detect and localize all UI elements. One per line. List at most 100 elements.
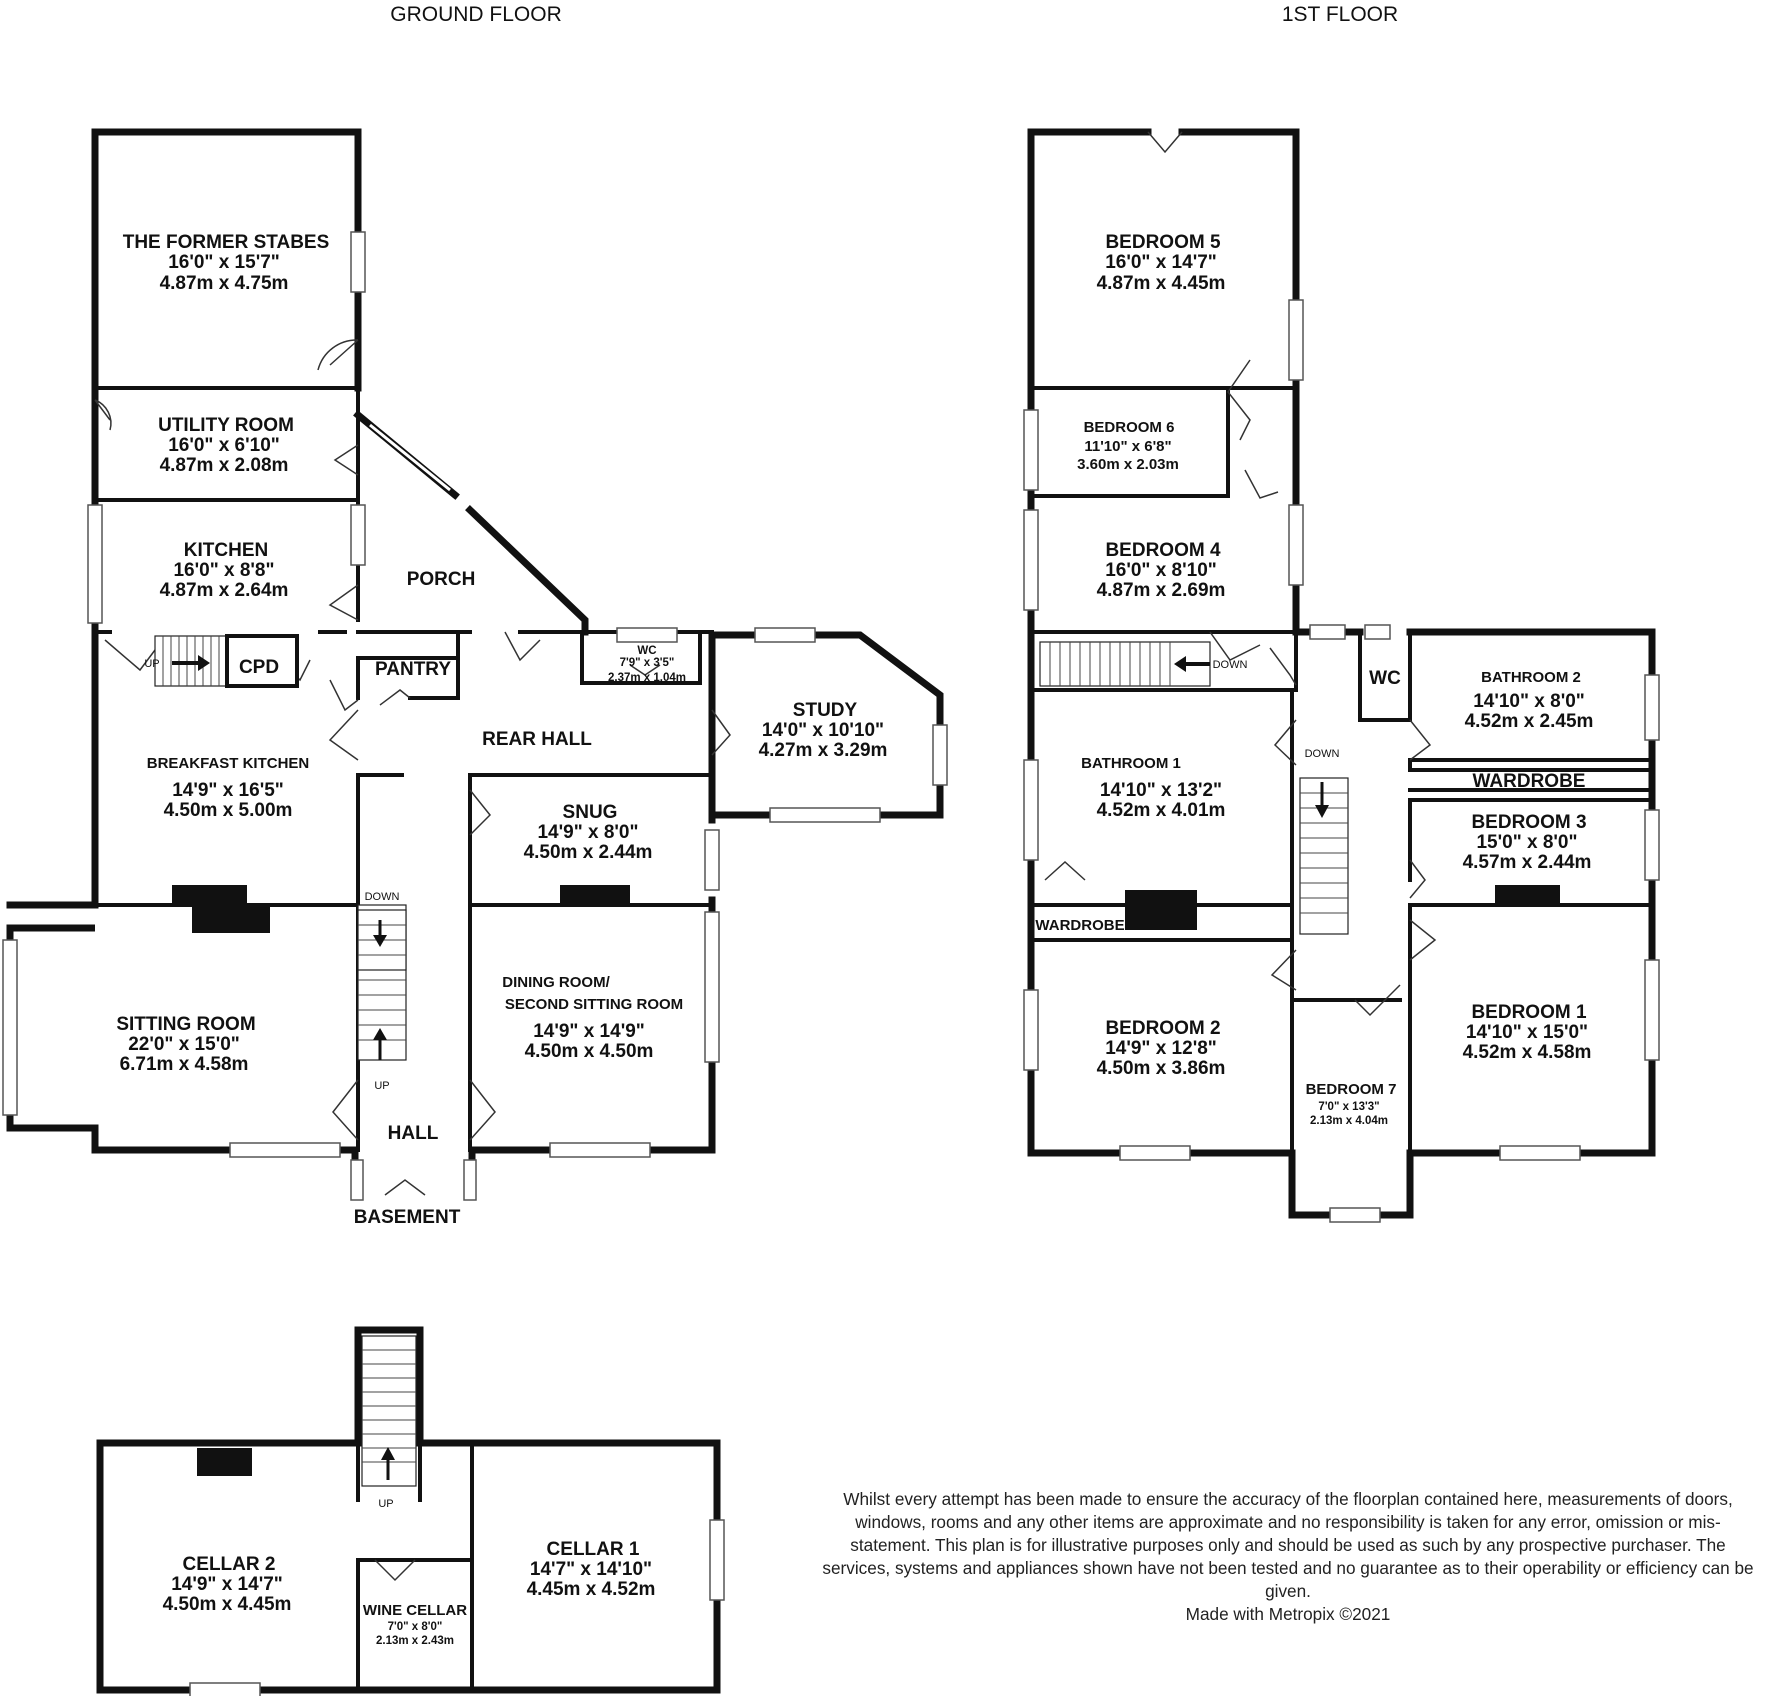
door — [1409, 859, 1426, 899]
first-floor-header: 1ST FLOOR — [1282, 3, 1398, 26]
room-name-porch: PORCH — [407, 569, 476, 590]
window — [1329, 1207, 1381, 1223]
window — [754, 627, 816, 643]
window — [2, 939, 18, 1116]
room-name-cellar-1: CELLAR 1 — [547, 1539, 640, 1560]
room-name-kitchen: KITCHEN — [184, 540, 268, 561]
room-imperial: 7'0" x 13'3" — [1318, 1101, 1379, 1113]
fireplace — [560, 885, 630, 907]
room-name-bedroom-7: BEDROOM 7 — [1306, 1081, 1397, 1098]
window — [549, 1142, 651, 1158]
stairs-up-label: UP — [374, 1080, 389, 1092]
door — [504, 631, 541, 662]
room-imperial: 22'0" x 15'0" — [128, 1034, 240, 1055]
fireplace — [192, 907, 270, 933]
door — [328, 709, 359, 761]
fireplace — [1495, 885, 1560, 905]
door — [384, 1179, 426, 1196]
room-metric: 3.60m x 2.03m — [1077, 456, 1179, 473]
door — [469, 789, 492, 836]
room-imperial: 14'9" x 14'7" — [171, 1574, 283, 1595]
room-name-sitting: SITTING ROOM — [116, 1014, 255, 1035]
room-metric: 4.45m x 4.52m — [527, 1579, 656, 1600]
door — [1209, 631, 1261, 661]
door — [1273, 719, 1297, 766]
room-metric: 4.87m x 2.69m — [1097, 580, 1226, 601]
room-name-bedroom-3: BEDROOM 3 — [1471, 812, 1586, 833]
room-metric: 2.13m x 4.04m — [1310, 1115, 1388, 1127]
room-imperial: 16'0" x 15'7" — [168, 252, 280, 273]
room-name-bathroom-1: BATHROOM 1 — [1081, 755, 1181, 772]
room-name-snug: SNUG — [563, 802, 618, 823]
window — [1023, 409, 1039, 491]
room-imperial: 16'0" x 14'7" — [1105, 252, 1217, 273]
door — [1270, 949, 1297, 991]
door — [333, 444, 359, 476]
window — [189, 1682, 261, 1696]
window — [1309, 624, 1346, 640]
room-imperial: 14'9" x 8'0" — [537, 822, 638, 843]
room-metric: 4.87m x 2.64m — [160, 580, 289, 601]
room-imperial: 14'10" x 15'0" — [1466, 1022, 1588, 1043]
main-stairs — [1299, 777, 1349, 935]
room-imperial: 11'10" x 6'8" — [1084, 438, 1171, 455]
room-name-hall: HALL — [388, 1123, 439, 1144]
room-imperial: 14'0" x 10'10" — [762, 720, 884, 741]
door — [1269, 647, 1297, 686]
door — [94, 399, 112, 431]
door — [374, 1559, 416, 1582]
window — [1644, 809, 1660, 881]
door — [1147, 131, 1183, 154]
room-metric: 2.37m x 1.04m — [608, 672, 686, 684]
basement-label: BASEMENT — [354, 1207, 461, 1228]
room-name-bedroom-6: BEDROOM 6 — [1084, 419, 1175, 436]
room-name-study: STUDY — [793, 700, 858, 721]
fireplace — [172, 885, 247, 907]
room-name-wc: WC — [637, 645, 656, 657]
room-name-pantry: PANTRY — [375, 659, 451, 680]
window — [229, 1142, 341, 1158]
door — [1244, 469, 1279, 499]
room-name-stables: THE FORMER STABES — [123, 232, 330, 253]
window — [616, 627, 678, 643]
door — [317, 339, 359, 371]
stairs-down-label: DOWN — [365, 891, 400, 903]
room-name-breakfast: BREAKFAST KITCHEN — [147, 755, 310, 772]
wardrobe-label: WARDROBE — [1035, 917, 1124, 934]
room-name-bedroom-5: BEDROOM 5 — [1105, 232, 1221, 253]
door — [469, 1079, 496, 1141]
stairs-down-label: DOWN — [1305, 748, 1340, 760]
ground-floor-labels: THE FORMER STABES 16'0" x 15'7" 4.87m x … — [116, 232, 887, 1228]
room-metric: 2.13m x 2.43m — [376, 1635, 454, 1647]
fireplace — [1125, 890, 1197, 912]
disclaimer-text: Whilst every attempt has been made to en… — [822, 1489, 1754, 1601]
room-imperial: 16'0" x 8'10" — [1105, 560, 1217, 581]
window — [709, 1519, 725, 1601]
room-imperial: 14'10" x 13'2" — [1100, 780, 1222, 801]
room-imperial: 16'0" x 6'10" — [168, 435, 280, 456]
window — [932, 724, 948, 786]
window — [1288, 504, 1304, 586]
basement-plan: UP — [96, 1326, 725, 1696]
fireplace — [197, 1448, 252, 1476]
credit-text: Made with Metropix ©2021 — [1185, 1604, 1391, 1624]
room-imperial: 7'0" x 8'0" — [388, 1621, 443, 1633]
first-floor-plan: DOWN DOWN — [1023, 128, 1660, 1223]
window — [704, 911, 720, 1063]
room-imperial: 15'0" x 8'0" — [1476, 832, 1577, 853]
wardrobe-label: WARDROBE — [1473, 771, 1586, 792]
window — [704, 829, 720, 891]
door — [629, 664, 661, 676]
room-imperial: 7'9" x 3'5" — [620, 657, 675, 669]
stairs-up-label: UP — [378, 1498, 393, 1510]
window — [350, 1159, 364, 1201]
door — [711, 709, 731, 756]
first-floor-labels: BEDROOM 5 16'0" x 14'7" 4.87m x 4.45m BE… — [1035, 232, 1593, 1127]
room-metric: 4.87m x 2.08m — [160, 455, 289, 476]
room-name-bathroom-2: BATHROOM 2 — [1481, 669, 1581, 686]
window — [1119, 1145, 1191, 1161]
stairs-up-label: UP — [144, 658, 159, 670]
door — [1354, 984, 1401, 1017]
room-name-dining: DINING ROOM/ — [502, 974, 610, 991]
